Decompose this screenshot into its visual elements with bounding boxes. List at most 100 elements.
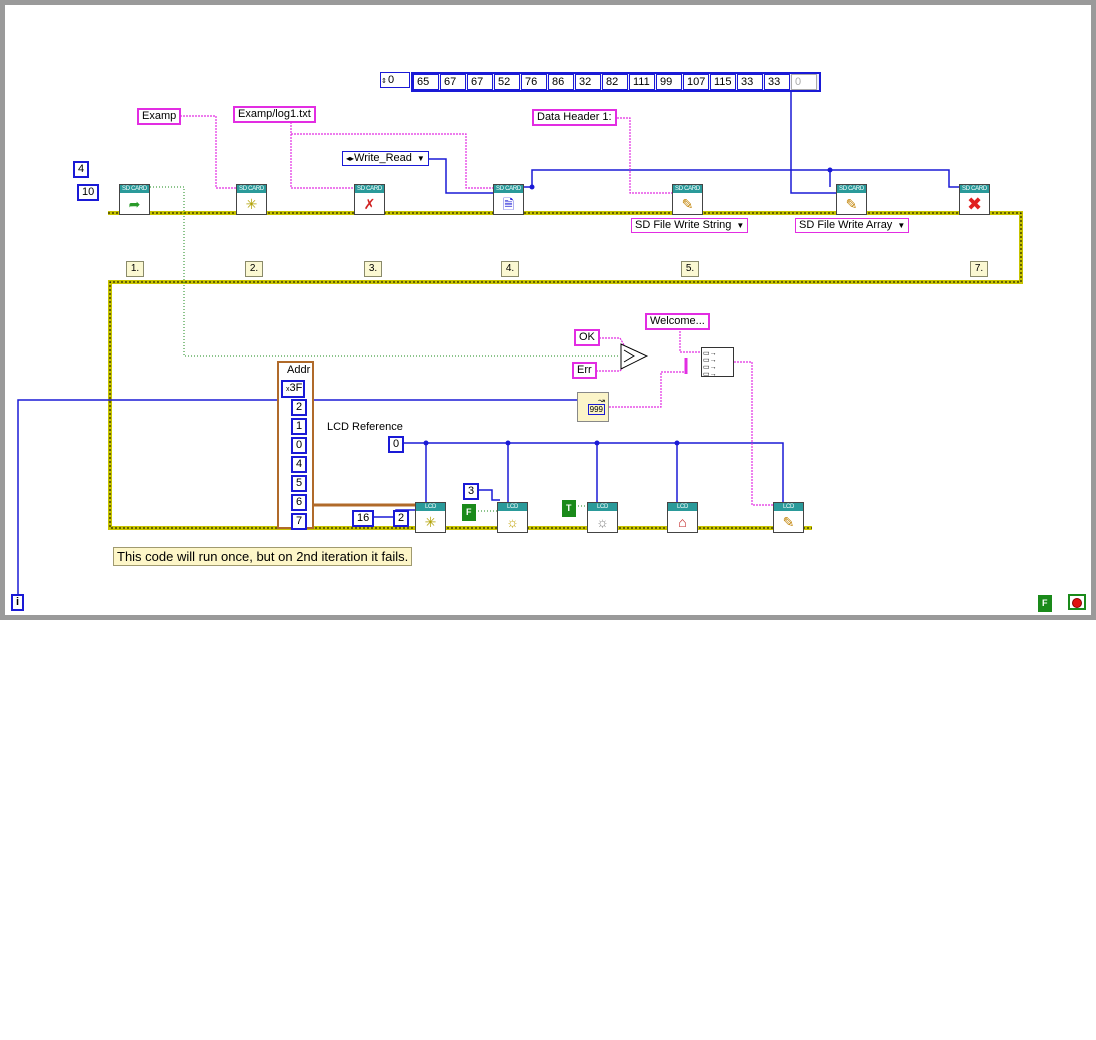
wire-path (290, 122, 355, 189)
while-loop-frame (0, 0, 1096, 620)
addr-item[interactable]: 6 (291, 494, 308, 511)
sd-write-icon: ✎ (681, 196, 694, 212)
frame-label-7: 7. (970, 261, 988, 277)
array-element[interactable]: 99 (656, 74, 682, 90)
frame-label-2: 2. (245, 261, 263, 277)
array-element[interactable]: 67 (440, 74, 466, 90)
sd-init-node[interactable]: SD CARD➦ (119, 184, 150, 215)
wire-examp (177, 115, 238, 189)
wire-lcd-ref-bus (402, 442, 784, 505)
sixteen-constant[interactable]: 16 (352, 510, 375, 527)
radix-icon: x (286, 386, 290, 393)
addr-item[interactable]: 7 (291, 513, 308, 530)
diagram-comment: This code will run once, but on 2nd iter… (113, 547, 413, 566)
lcd-display-node[interactable]: LCD☼ (587, 502, 618, 533)
concatenate-strings-node[interactable]: ▭→▭→▭→▭→ (701, 347, 734, 378)
select-primitive (620, 343, 649, 370)
four-constant[interactable]: 4 (73, 161, 90, 178)
lcd-print-node[interactable]: LCD✎ (773, 502, 804, 533)
welcome-constant[interactable]: Welcome... (645, 313, 710, 330)
sd-close-icon: ✖ (966, 194, 983, 214)
format-icon: ↝999 (587, 396, 605, 415)
sequence-structure-inner (108, 212, 1022, 529)
frame-label-5: 5. (681, 261, 699, 277)
sd-open-node[interactable]: SD CARD🗎 (493, 184, 524, 215)
array-element[interactable]: 82 (602, 74, 628, 90)
wire-array-to-write-array (790, 90, 838, 194)
pencil-icon: ✎ (782, 514, 795, 530)
stop-false-constant[interactable]: F (1038, 595, 1052, 612)
cluster-title: Addr (287, 364, 311, 376)
lightbulb-display-icon: ☼ (596, 514, 609, 530)
sd-open-icon: 🗎 (502, 196, 515, 212)
array-element[interactable]: 115 (710, 74, 736, 90)
sd-create-node[interactable]: SD CARD✳ (236, 184, 267, 215)
addr-hex-value[interactable]: x3F (281, 380, 305, 398)
true-constant[interactable]: T (562, 500, 576, 517)
home-icon: ⌂ (678, 514, 687, 530)
lcd-ref-constant[interactable]: 0 (388, 436, 405, 453)
sd-write-array-node[interactable]: SD CARD✎ (836, 184, 867, 215)
lcd-home-node[interactable]: LCD⌂ (667, 502, 698, 533)
lcd-init-icon: ✳ (424, 514, 437, 530)
sd-delete-icon: ✗ (363, 196, 376, 212)
ten-constant[interactable]: 10 (77, 184, 100, 201)
dropdown-arrow-icon[interactable]: ▼ (736, 221, 745, 230)
array-element[interactable]: 32 (575, 74, 601, 90)
wire-iteration (17, 399, 578, 597)
array-element[interactable]: 0 (791, 74, 817, 90)
enum-icon: ◂▸ (346, 154, 355, 163)
dropdown-arrow-icon[interactable]: ▼ (416, 154, 425, 163)
array-element[interactable]: 111 (629, 74, 655, 90)
concatenate-icon: ▭→▭→▭→▭→ (703, 350, 717, 378)
number-to-string-node[interactable]: ↝999 (577, 392, 609, 422)
frame-label-4: 4. (501, 261, 519, 277)
wire-diagram (17, 90, 1023, 597)
array-element[interactable]: 86 (548, 74, 574, 90)
array-element[interactable]: 65 (413, 74, 439, 90)
sd-close-node[interactable]: SD CARD✖ (959, 184, 990, 215)
sd-delete-node[interactable]: SD CARD✗ (354, 184, 385, 215)
mode-enum[interactable]: ◂▸Write_Read▼ (342, 151, 429, 166)
stop-icon (1072, 598, 1082, 608)
array-element[interactable]: 67 (467, 74, 493, 90)
write-string-ring[interactable]: SD File Write String▼ (631, 218, 749, 233)
addr-item[interactable]: 1 (291, 418, 308, 435)
sd-write-array-icon: ✎ (845, 196, 858, 212)
sd-write-string-node[interactable]: SD CARD✎ (672, 184, 703, 215)
lcd-reference-label: LCD Reference (327, 421, 403, 433)
err-constant[interactable]: Err (572, 362, 597, 379)
ok-constant[interactable]: OK (574, 329, 600, 346)
addr-item[interactable]: 2 (291, 399, 308, 416)
addr-cluster: Addr x3F 2 1 0 4 5 6 7 (277, 361, 314, 530)
addr-item[interactable]: 0 (291, 437, 308, 454)
file-path-constant[interactable]: Examp/log1.txt (233, 106, 316, 123)
lightbulb-icon: ☼ (506, 514, 519, 530)
array-element[interactable]: 33 (737, 74, 763, 90)
false-constant[interactable]: F (462, 504, 476, 521)
header-constant[interactable]: Data Header 1: (532, 109, 617, 126)
examp-constant[interactable]: Examp (137, 108, 182, 125)
array-element[interactable]: 76 (521, 74, 547, 90)
addr-item[interactable]: 5 (291, 475, 308, 492)
two-constant[interactable]: 2 (393, 510, 410, 527)
wire-ref-bus (523, 169, 962, 188)
write-array-ring[interactable]: SD File Write Array▼ (795, 218, 910, 233)
dropdown-arrow-icon[interactable]: ▼ (897, 221, 906, 230)
wire-error-line (150, 186, 620, 357)
lcd-init-node[interactable]: LCD✳ (415, 502, 446, 533)
index-stepper-icon[interactable]: ⇕ (381, 78, 387, 85)
frame-label-1: 1. (126, 261, 144, 277)
array-index-display[interactable]: ⇕0 (380, 72, 410, 88)
array-element[interactable]: 52 (494, 74, 520, 90)
three-constant[interactable]: 3 (463, 483, 480, 500)
sd-create-icon: ✳ (245, 196, 258, 212)
array-element[interactable]: 107 (683, 74, 709, 90)
wire-header (614, 117, 673, 194)
iteration-terminal: i (11, 594, 25, 611)
lcd-backlight-node[interactable]: LCD☼ (497, 502, 528, 533)
array-element[interactable]: 33 (764, 74, 790, 90)
stop-terminal[interactable] (1068, 594, 1086, 610)
addr-item[interactable]: 4 (291, 456, 308, 473)
